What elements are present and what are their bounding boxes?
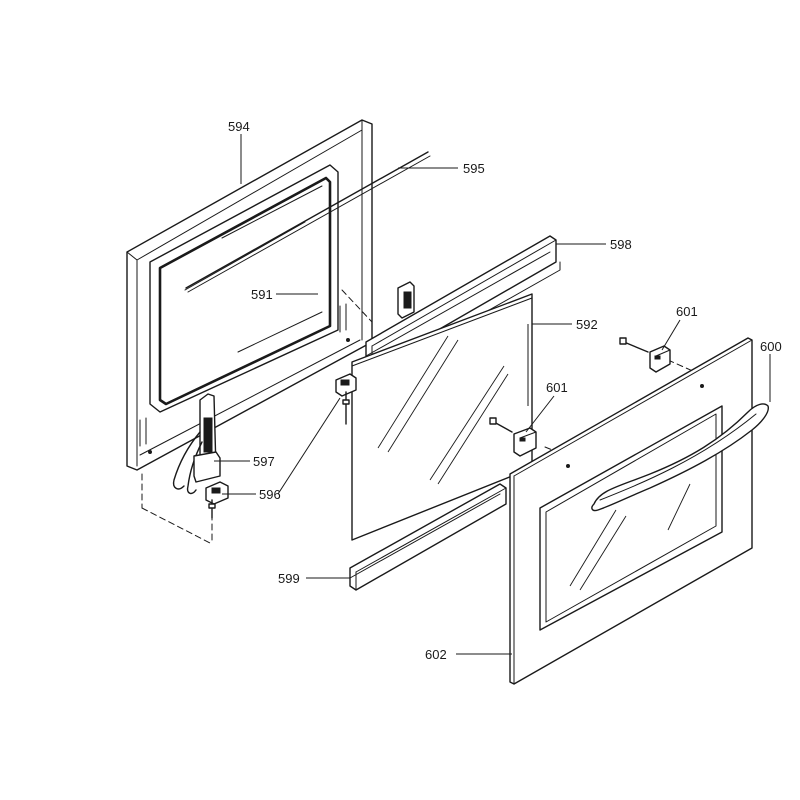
callout-600: 600 [760,339,782,354]
part-600-outer-panel [509,337,753,685]
callout-602: 602 [425,647,447,662]
callout-601-lower: 601 [546,380,568,395]
part-595-rod [185,151,431,293]
part-601-lower-clip [489,417,537,457]
callout-leaders [214,134,771,655]
part-597-hinge [172,393,221,495]
part-596-upper-clip [335,373,357,425]
part-594-inner-door-frame [126,119,373,471]
callout-594: 594 [228,119,250,134]
callout-596: 596 [259,487,281,502]
callout-595: 595 [463,161,485,176]
callout-592: 592 [576,317,598,332]
door-handle [591,403,769,512]
callout-labels: 594 595 598 591 592 601 600 601 597 596 … [228,119,782,662]
callout-599: 599 [278,571,300,586]
callout-598: 598 [610,237,632,252]
part-601-upper-clip [619,337,671,373]
callout-591: 591 [251,287,273,302]
callout-597: 597 [253,454,275,469]
callout-601-upper: 601 [676,304,698,319]
part-596-lower-clip [205,481,229,519]
part-599-bottom-profile [349,483,507,591]
